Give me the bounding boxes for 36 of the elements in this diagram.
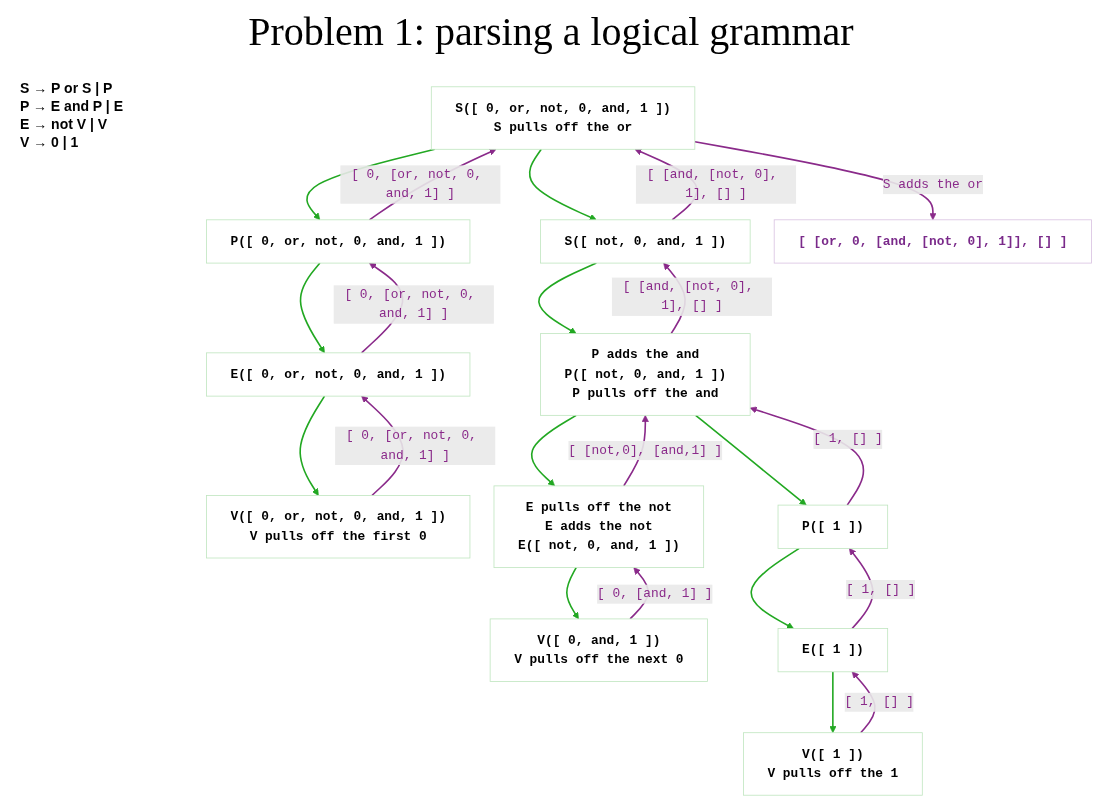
arrow <box>829 671 837 734</box>
edge-label: [ 1, [] ] <box>813 432 883 447</box>
arrow <box>528 148 597 221</box>
node-box: S([ not, 0, and, 1 ]) <box>540 219 751 264</box>
node-box: P adds the and P([ not, 0, and, 1 ]) P pulls off the and <box>540 333 751 416</box>
arrow <box>299 262 325 354</box>
arrow <box>299 395 326 496</box>
node-box: V([ 0, and, 1 ]) V pulls off the next 0 <box>489 618 708 682</box>
node-box: P([ 1 ]) <box>777 504 889 549</box>
edge-label: [ 0, [and, 1] ] <box>597 586 713 602</box>
edge-label: [ 1, [] ] <box>846 582 916 597</box>
node-box: P([ 0, or, not, 0, and, 1 ]) <box>206 219 471 264</box>
arrow <box>566 566 579 620</box>
node-box: E([ 1 ]) <box>777 628 889 673</box>
node-box: [ [or, 0, [and, [not, 0], 1]], [] ] <box>773 219 1092 264</box>
edge-label: [ 1, [] ] <box>844 695 914 710</box>
edge-label: [ 0, [or, not, 0, and, 1] ] <box>344 287 476 322</box>
arrow <box>694 414 807 506</box>
arrow <box>750 547 800 629</box>
edge-label: [ [and, [not, 0], 1], [] ] <box>622 279 754 314</box>
grammar-rule: P → E and P | E <box>20 98 123 114</box>
edge-label: [ 0, [or, not, 0, and, 1] ] <box>345 428 477 463</box>
edge-label: [ 0, [or, not, 0, and, 1] ] <box>351 167 482 202</box>
grammar-rule: S → P or S | P <box>20 80 114 96</box>
arrow <box>530 414 577 487</box>
node-box: V([ 0, or, not, 0, and, 1 ]) V pulls off the first 0 <box>206 495 471 559</box>
node-box: V([ 1 ]) V pulls off the 1 <box>743 732 923 796</box>
node-box: S([ 0, or, not, 0, and, 1 ]) S pulls off the or <box>430 86 696 150</box>
edge-label: [ [not,0], [and,1] ] <box>568 443 723 458</box>
node-box: E pulls off the not E adds the not E([ not, 0, and, 1 ]) <box>493 485 705 568</box>
node-box: E([ 0, or, not, 0, and, 1 ]) <box>206 352 471 397</box>
title: Problem 1: parsing a logical grammar <box>247 8 855 55</box>
edge-label: [ [and, [not, 0], 1], [] ] <box>646 167 778 202</box>
grammar-rule: V → 0 | 1 <box>20 134 80 150</box>
edge-label: S adds the or <box>882 177 983 192</box>
grammar-rule: E → not V | V <box>20 116 109 132</box>
